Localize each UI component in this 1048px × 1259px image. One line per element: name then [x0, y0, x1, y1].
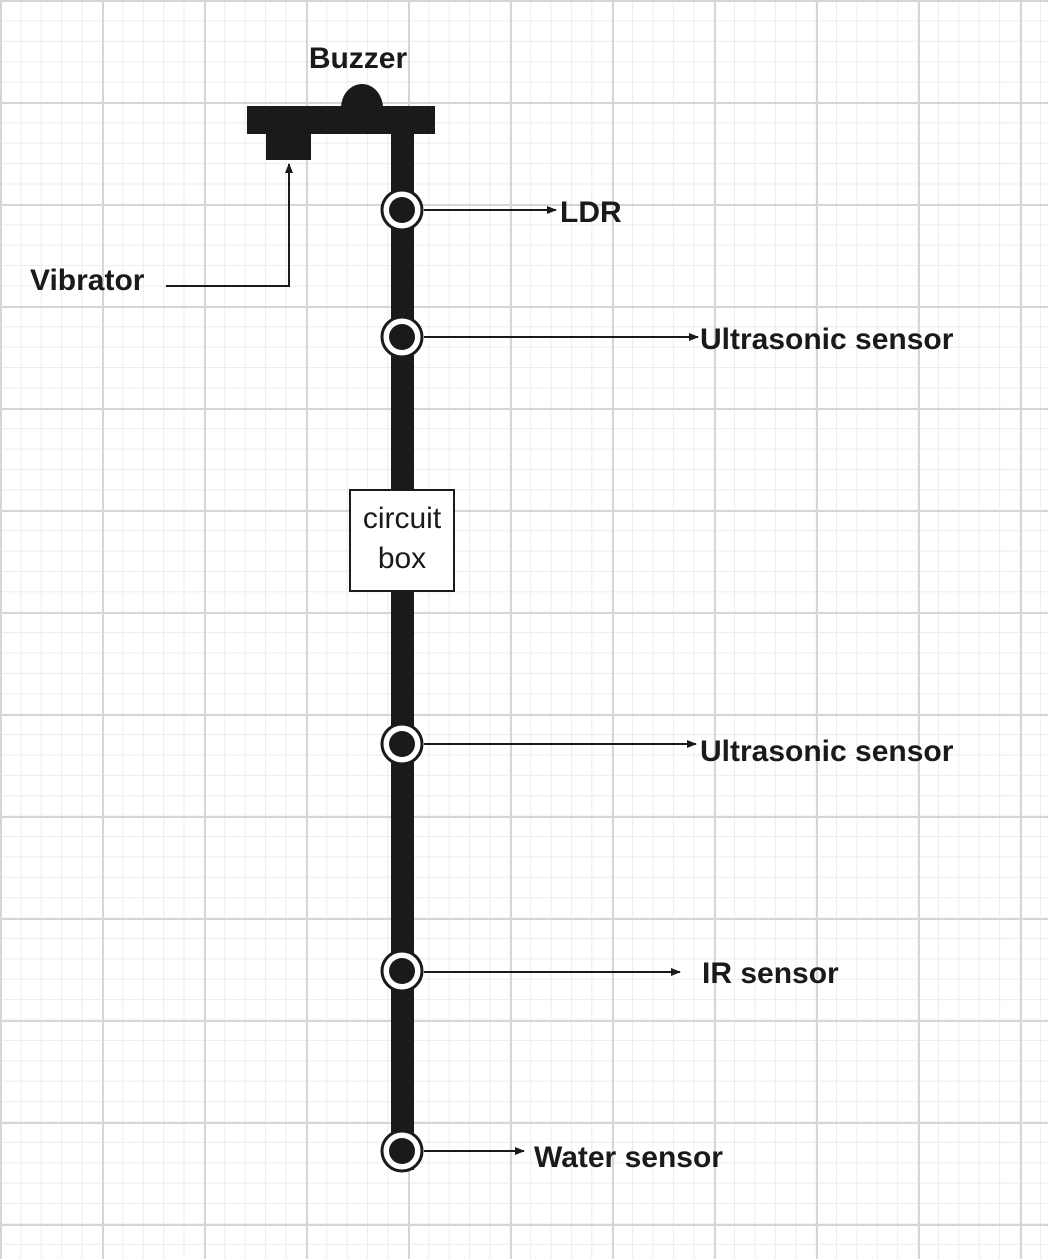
circuit-box-line1: circuit [363, 502, 442, 535]
node-ldr [380, 188, 424, 232]
node-water [380, 1129, 424, 1173]
buzzer-dome [341, 84, 383, 108]
node-ir [380, 949, 424, 993]
label-ir: IR sensor [702, 957, 839, 990]
circuit-box [349, 489, 455, 592]
arrow-vibrator [166, 163, 293, 287]
label-ultrasonic-top: Ultrasonic sensor [700, 323, 954, 356]
handle-bar [247, 106, 435, 134]
label-ultrasonic-bottom: Ultrasonic sensor [700, 735, 954, 768]
node-ultrasonic-bottom [380, 722, 424, 766]
label-buzzer: Buzzer [309, 42, 408, 75]
circuit-box-line2: box [378, 542, 426, 575]
node-ultrasonic-top [380, 315, 424, 359]
cane-shaft [391, 130, 414, 1170]
label-water: Water sensor [534, 1141, 723, 1174]
label-ldr: LDR [560, 196, 622, 229]
vibrator-block [266, 132, 311, 160]
label-vibrator: Vibrator [30, 264, 145, 297]
